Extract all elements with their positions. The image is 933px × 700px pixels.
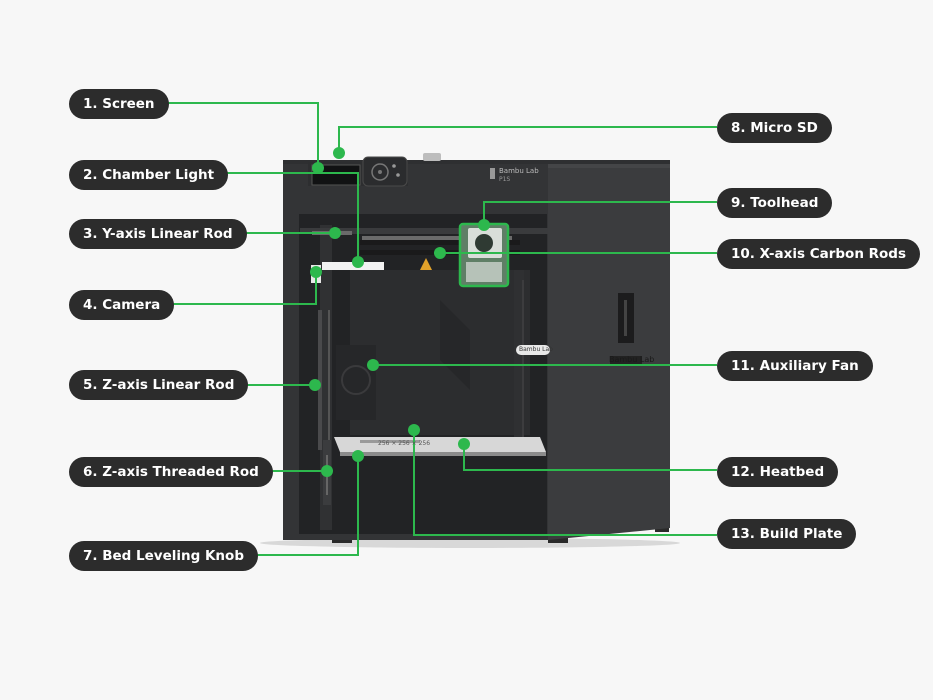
leader-dot-z-axis-linear-rod: [309, 379, 321, 391]
callout-camera: 4. Camera: [69, 290, 175, 320]
leader-line-micro-sd: [338, 126, 717, 153]
callout-micro-sd: 8. Micro SD: [717, 113, 832, 143]
leader-line-chamber-light: [218, 172, 359, 262]
printer-side-logo-text: Bambu Lab: [609, 355, 655, 364]
callout-x-axis-carbon-rods: 10. X-axis Carbon Rods: [717, 239, 920, 269]
leader-dot-heatbed: [458, 438, 470, 450]
callout-build-plate: 13. Build Plate: [717, 519, 857, 549]
callout-screen: 1. Screen: [69, 89, 169, 119]
leader-dot-auxiliary-fan: [367, 359, 379, 371]
leader-dot-camera: [310, 266, 322, 278]
leader-line-screen: [160, 102, 319, 168]
leader-dot-chamber-light: [352, 256, 364, 268]
leader-dot-x-axis-carbon-rods: [434, 247, 446, 259]
callout-bed-leveling-knob: 7. Bed Leveling Knob: [69, 541, 258, 571]
leader-dot-bed-leveling-knob: [352, 450, 364, 462]
callout-z-axis-threaded-rod: 6. Z-axis Threaded Rod: [69, 457, 273, 487]
leader-dot-micro-sd: [333, 147, 345, 159]
leader-line-heatbed: [463, 444, 717, 471]
callout-z-axis-linear-rod: 5. Z-axis Linear Rod: [69, 370, 249, 400]
leader-line-bed-leveling-knob: [240, 456, 359, 556]
callout-heatbed: 12. Heatbed: [717, 457, 839, 487]
leader-dot-build-plate: [408, 424, 420, 436]
callout-chamber-light: 2. Chamber Light: [69, 160, 229, 190]
printer-model-text: P1S: [499, 176, 511, 183]
leader-line-camera: [166, 272, 317, 305]
callout-toolhead: 9. Toolhead: [717, 188, 833, 218]
leader-dot-y-axis-linear-rod: [329, 227, 341, 239]
leader-dot-toolhead: [478, 219, 490, 231]
callout-auxiliary-fan: 11. Auxiliary Fan: [717, 351, 873, 381]
leader-line-toolhead: [483, 201, 717, 225]
leader-line-build-plate: [413, 430, 717, 536]
printer-nameplate-text: Bambu Lab: [519, 346, 553, 353]
leader-dot-screen: [312, 162, 324, 174]
callout-y-axis-linear-rod: 3. Y-axis Linear Rod: [69, 219, 247, 249]
leader-dot-z-axis-threaded-rod: [321, 465, 333, 477]
build-plate-text: 256 × 256 × 256: [378, 440, 431, 447]
printer-brand-text: Bambu Lab: [499, 167, 539, 175]
